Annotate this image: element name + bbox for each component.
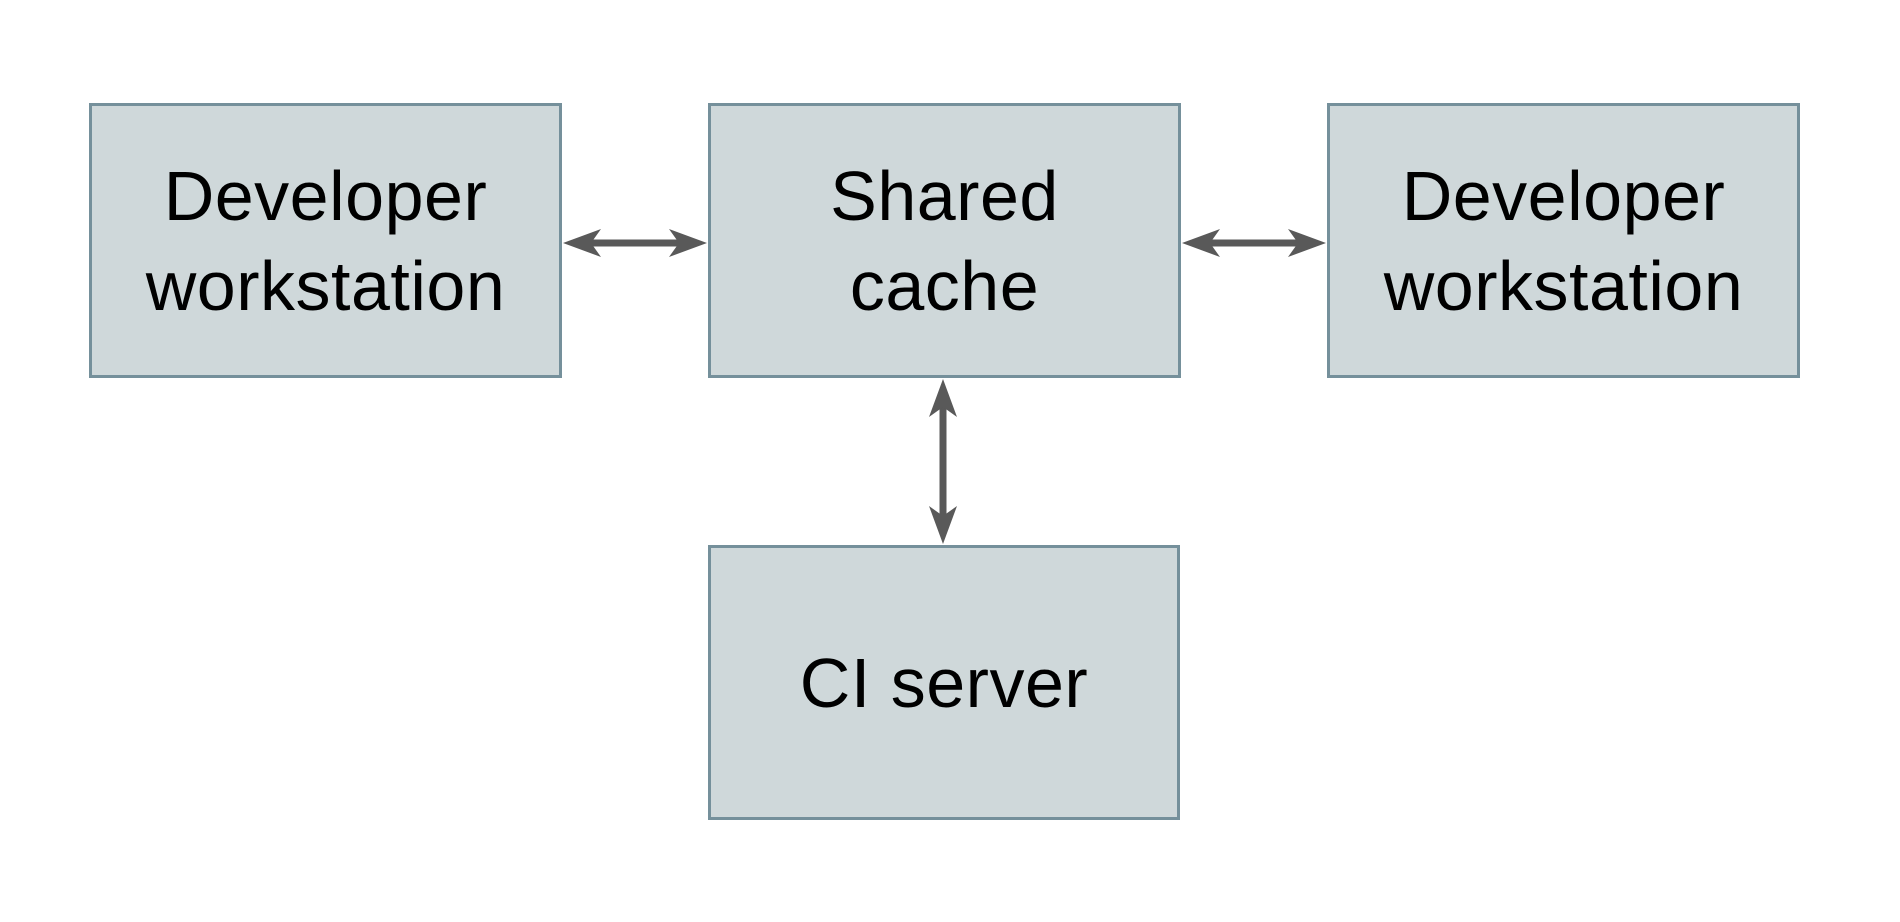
node-label-line: CI server (799, 643, 1089, 722)
node-label: CI server (800, 638, 1088, 728)
node-label-line: workstation (1383, 246, 1744, 325)
node-label-line: Developer (163, 156, 488, 235)
node-label-line: Developer (1401, 156, 1726, 235)
node-label: Developer workstation (1384, 151, 1744, 331)
arrow-sharedcache-ciserver (929, 379, 957, 544)
node-shared-cache: Shared cache (708, 103, 1181, 378)
node-label-line: Shared (830, 156, 1059, 235)
node-label: Shared cache (830, 151, 1059, 331)
arrow-devleft-sharedcache (563, 229, 707, 257)
node-ci-server: CI server (708, 545, 1180, 820)
node-label: Developer workstation (146, 151, 506, 331)
arrow-sharedcache-devright (1182, 229, 1326, 257)
node-developer-workstation-left: Developer workstation (89, 103, 562, 378)
node-label-line: cache (849, 246, 1040, 325)
node-label-line: workstation (145, 246, 506, 325)
node-developer-workstation-right: Developer workstation (1327, 103, 1800, 378)
